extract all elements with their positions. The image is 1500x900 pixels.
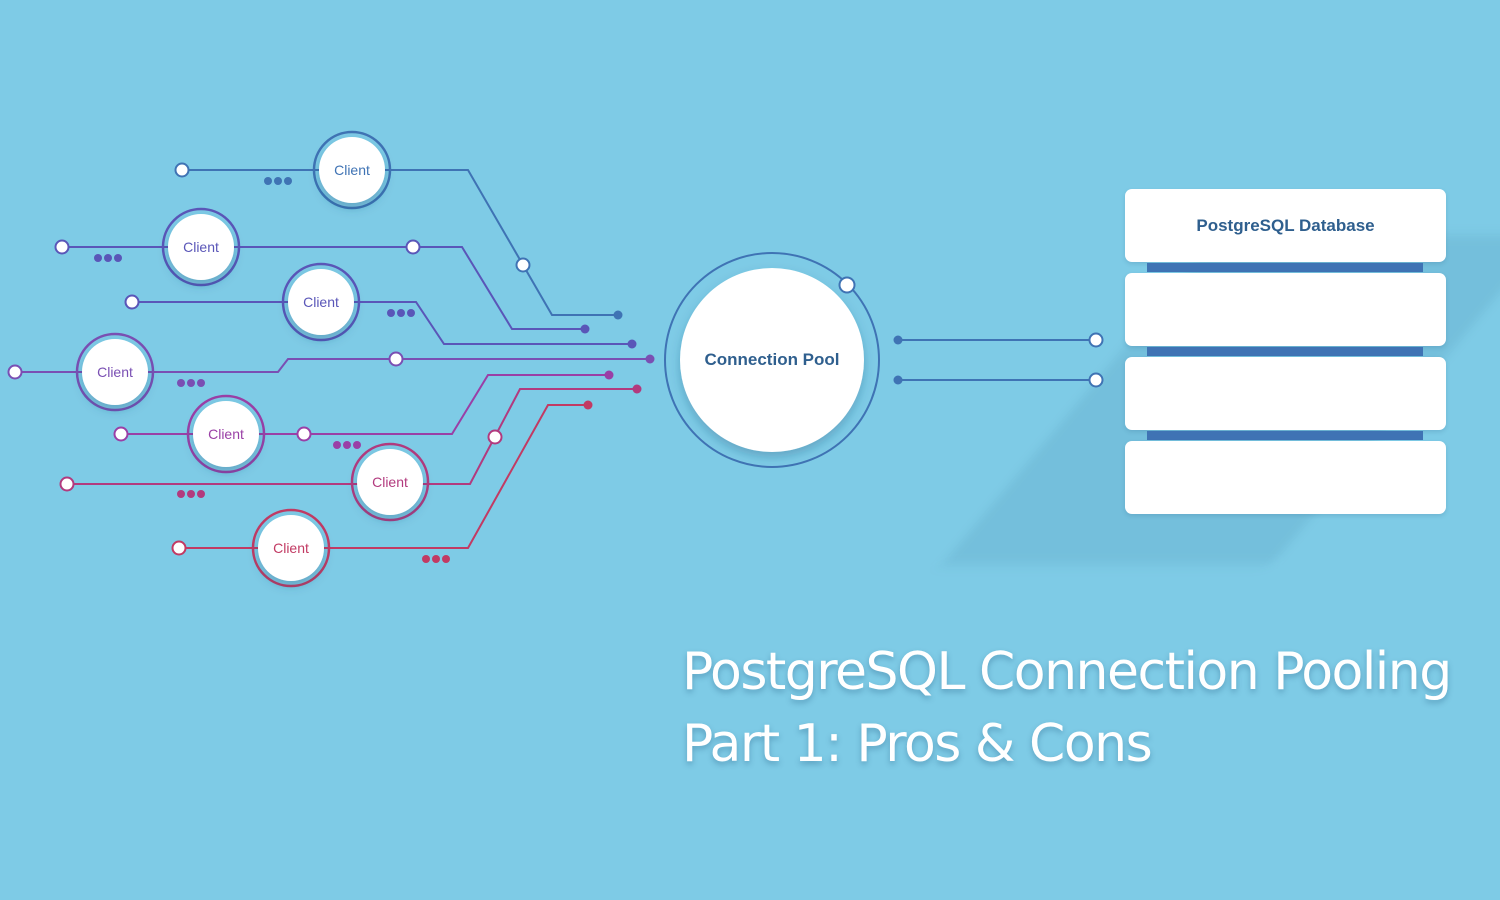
- client-disc-2: [168, 214, 234, 280]
- database-divider-1: [1147, 263, 1423, 272]
- client-node-3: Client: [281, 262, 361, 342]
- database-link-start-2: [893, 375, 903, 385]
- headline-line-2: Part 1: Pros & Cons: [682, 714, 1153, 774]
- ellipsis-dot-3-3: [407, 309, 415, 317]
- ellipsis-dot-5-2: [343, 441, 351, 449]
- client-nodes: ClientClientClientClientClientClientClie…: [75, 130, 430, 588]
- pool-outer-ring: [664, 252, 880, 468]
- link-end-dot-3: [627, 339, 637, 349]
- ellipsis-dot-7-3: [442, 555, 450, 563]
- client-link-5: [121, 374, 609, 435]
- ellipsis-dot-4-2: [187, 379, 195, 387]
- ellipsis-dot-1-3: [284, 177, 292, 185]
- ellipsis-dot-2-1: [94, 254, 102, 262]
- link-end-dot-7: [583, 400, 593, 410]
- link-open-dot-4-2: [388, 351, 404, 367]
- link-open-dot-2-1: [54, 239, 70, 255]
- client-disc-5: [193, 401, 259, 467]
- database-slab-4: [1125, 441, 1446, 514]
- ellipsis-dot-7-1: [422, 555, 430, 563]
- client-ring-1: [312, 130, 392, 210]
- link-end-dot-4: [645, 354, 655, 364]
- ellipsis-dot-2-3: [114, 254, 122, 262]
- client-label-1: Client: [334, 162, 370, 178]
- client-ring-5: [186, 394, 266, 474]
- client-node-2: Client: [161, 207, 241, 287]
- ellipsis-dot-1-1: [264, 177, 272, 185]
- link-open-dot-4-1: [7, 364, 23, 380]
- client-disc-7: [258, 515, 324, 581]
- link-end-dot-6: [632, 384, 642, 394]
- client-label-7: Client: [273, 540, 309, 556]
- link-end-dot-5: [604, 370, 614, 380]
- client-disc-4: [82, 339, 148, 405]
- client-node-6: Client: [350, 442, 430, 522]
- database-link-end-1: [1088, 332, 1104, 348]
- client-node-4: Client: [75, 332, 155, 412]
- ellipsis-dot-6-1: [177, 490, 185, 498]
- client-disc-1: [319, 137, 385, 203]
- client-label-3: Client: [303, 294, 339, 310]
- database-link-start-1: [893, 335, 903, 345]
- ellipsis-dot-4-3: [197, 379, 205, 387]
- ellipsis-dot-5-1: [333, 441, 341, 449]
- link-open-dot-5-1: [113, 426, 129, 442]
- database-slab-3: [1125, 357, 1446, 430]
- client-link-1: [182, 169, 618, 316]
- client-disc-6: [357, 449, 423, 515]
- database-link-end-2: [1088, 372, 1104, 388]
- link-open-dot-6-2: [487, 429, 503, 445]
- ellipsis-dot-3-2: [397, 309, 405, 317]
- link-open-dot-6-1: [59, 476, 75, 492]
- link-end-dot-2: [580, 324, 590, 334]
- link-open-dot-1-2: [515, 257, 531, 273]
- client-node-1: Client: [312, 130, 392, 210]
- ellipsis-dot-6-3: [197, 490, 205, 498]
- connection-pool: Connection Pool: [664, 252, 880, 468]
- ellipsis-dot-2-2: [104, 254, 112, 262]
- client-ring-4: [75, 332, 155, 412]
- link-open-dot-3-1: [124, 294, 140, 310]
- client-node-7: Client: [251, 508, 331, 588]
- link-open-dot-2-2: [405, 239, 421, 255]
- headline-line-1: PostgreSQL Connection Pooling: [682, 642, 1452, 702]
- client-ring-6: [350, 442, 430, 522]
- pool-ring-knob: [838, 276, 856, 294]
- database-label: PostgreSQL Database: [1196, 215, 1375, 235]
- client-label-5: Client: [208, 426, 244, 442]
- pool-label: Connection Pool: [704, 350, 839, 369]
- client-link-6: [67, 388, 637, 485]
- client-node-5: Client: [186, 394, 266, 474]
- link-open-dot-7-1: [171, 540, 187, 556]
- ellipsis-dot-7-2: [432, 555, 440, 563]
- pool-disc: [680, 268, 864, 452]
- client-ring-7: [251, 508, 331, 588]
- link-open-dot-5-2: [296, 426, 312, 442]
- ellipsis-dot-6-2: [187, 490, 195, 498]
- database-divider-3: [1147, 431, 1423, 440]
- client-link-3: [132, 301, 632, 345]
- client-label-2: Client: [183, 239, 219, 255]
- link-end-dot-1: [613, 310, 623, 320]
- client-label-6: Client: [372, 474, 408, 490]
- ellipsis-dot-1-2: [274, 177, 282, 185]
- client-disc-3: [288, 269, 354, 335]
- ellipsis-dot-5-3: [353, 441, 361, 449]
- ellipsis-dot-3-1: [387, 309, 395, 317]
- database-slab-1: [1125, 189, 1446, 262]
- link-open-dot-1-1: [174, 162, 190, 178]
- database-slab-2: [1125, 273, 1446, 346]
- database-divider-2: [1147, 347, 1423, 356]
- ellipsis-dot-4-1: [177, 379, 185, 387]
- client-label-4: Client: [97, 364, 133, 380]
- client-ring-2: [161, 207, 241, 287]
- client-link-2: [62, 246, 585, 330]
- client-ring-3: [281, 262, 361, 342]
